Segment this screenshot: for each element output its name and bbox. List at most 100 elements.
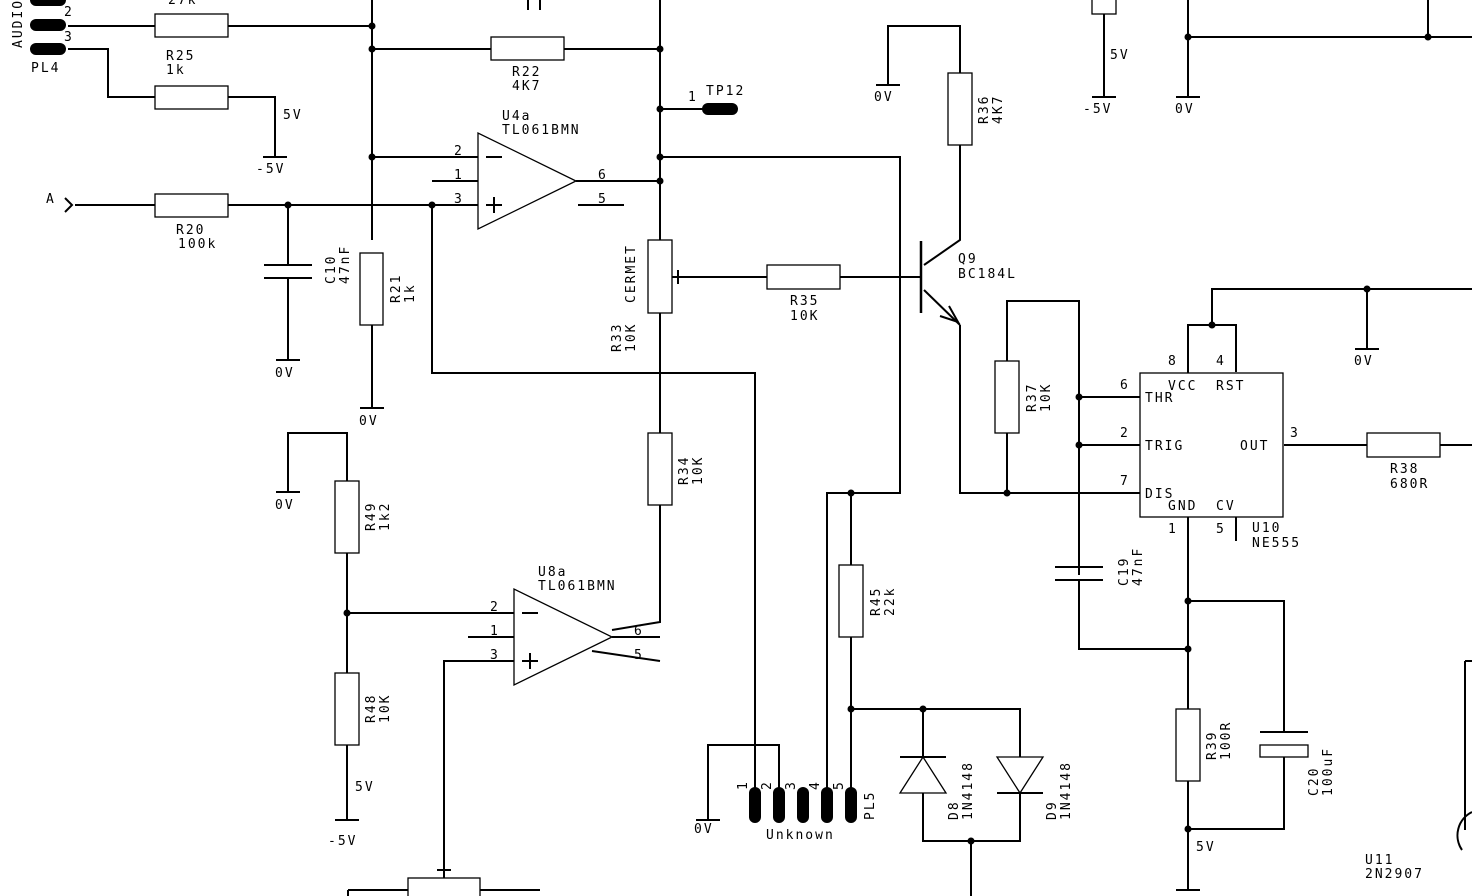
pl5-pin-4: 4 — [808, 780, 823, 790]
u10-pin-3: 3 — [1290, 426, 1300, 441]
connector-pl5: 1 2 3 4 5 PL5 Unknown — [736, 780, 878, 843]
resistor-r36: R36 4K7 — [947, 72, 1006, 146]
r33-value: 10K — [624, 323, 639, 352]
diode-d9: D9 1N4148 — [995, 756, 1074, 820]
neg-tag: 5V — [1110, 48, 1130, 63]
neg-tag: 5V — [1196, 840, 1216, 855]
d8-value: 1N4148 — [961, 761, 976, 820]
u10-trig-label: TRIG — [1145, 439, 1184, 454]
opamp-u8a: U8a TL061BMN 2 1 3 6 5 — [490, 565, 644, 687]
u8a-pin-5: 5 — [634, 648, 644, 663]
u11-value: 2N2907 — [1365, 867, 1424, 882]
r45-value: 22k — [883, 587, 898, 616]
pl4-ref: PL4 — [31, 61, 60, 76]
r36-ref: R36 — [977, 95, 992, 124]
r49-ref: R49 — [364, 502, 379, 531]
u10-pin-4: 4 — [1216, 354, 1226, 369]
q9-value: BC184L — [958, 267, 1017, 282]
wires — [68, 0, 1472, 896]
pl5-pin-1: 1 — [736, 780, 751, 790]
diode-d8: D8 1N4148 — [898, 755, 976, 820]
u10-pin-5: 5 — [1216, 522, 1226, 537]
ground-label: 0V — [359, 414, 379, 429]
u8a-pin-3: 3 — [490, 648, 500, 663]
r45-ref: R45 — [869, 587, 884, 616]
resistor-r48: R48 10K — [334, 672, 393, 746]
d8-ref: D8 — [947, 800, 962, 820]
r25-value: 1k — [166, 63, 186, 78]
r37-ref: R37 — [1025, 383, 1040, 412]
u10-pin-7: 7 — [1120, 474, 1130, 489]
r22-ref: R22 — [512, 65, 541, 80]
input-a-label: A — [46, 192, 56, 207]
u10-thr-label: THR — [1145, 391, 1174, 406]
ground-label: 0V — [694, 822, 714, 837]
resistor-r22: R22 4K7 — [490, 36, 565, 94]
resistor-r34: R34 10K — [647, 432, 706, 506]
pl5-pin-3: 3 — [784, 780, 799, 790]
u10-gnd-label: GND — [1168, 499, 1197, 514]
r36-value: 4K7 — [991, 95, 1006, 124]
u10-cv-label: CV — [1216, 499, 1236, 514]
u4a-value: TL061BMN — [502, 123, 581, 138]
pl5-pin-2: 2 — [760, 780, 775, 790]
resistor-r49: R49 1k2 — [334, 480, 393, 554]
tp12-ref: TP12 — [706, 84, 745, 99]
u4a-pin-6: 6 — [598, 168, 608, 183]
resistor-r20: R20 100k — [154, 193, 229, 252]
u8a-pin-2: 2 — [490, 600, 500, 615]
neg-rail-label: -5V — [256, 162, 285, 177]
c10-value: 47nF — [338, 245, 353, 284]
resistor-r33-cermet: CERMET R33 10K — [610, 239, 679, 352]
q9-ref: Q9 — [958, 252, 978, 267]
r33-ref: R33 — [610, 323, 625, 352]
timer-u10: 8 4 6 2 7 3 1 5 VCC RST THR TRIG OUT DIS… — [1120, 354, 1300, 551]
ground-label: 0V — [1175, 102, 1195, 117]
junction-dots — [284, 22, 1432, 845]
u10-ref: U10 — [1252, 521, 1281, 536]
u8a-pin-6: 6 — [634, 624, 644, 639]
r34-value: 10K — [691, 456, 706, 485]
resistor-r21: R21 1k — [359, 252, 418, 326]
u4a-pin-3: 3 — [454, 192, 464, 207]
r39-value: 100R — [1219, 721, 1234, 760]
transistor-q9: Q9 BC184L — [919, 241, 1017, 326]
r35-value: 10K — [790, 309, 819, 324]
r20-ref: R20 — [176, 223, 205, 238]
negative-rail-symbols: 5V -5V 5V -5V 5V -5V 5V — [256, 48, 1216, 891]
capacitor-c19: C19 47nF — [1055, 547, 1146, 586]
opamp-u4a: U4a TL061BMN 2 1 3 6 5 — [454, 109, 608, 231]
ground-symbols: 0V 0V 0V 0V 0V 0V 0V — [275, 84, 1379, 837]
test-point-tp12: 1 TP12 — [688, 84, 745, 115]
ground-label: 0V — [874, 90, 894, 105]
tp12-pin: 1 — [688, 90, 698, 105]
r21-ref: R21 — [389, 274, 404, 303]
r48-ref: R48 — [364, 694, 379, 723]
capacitor-c20: C20 100uF — [1259, 731, 1336, 796]
input-a-port: A — [46, 192, 74, 213]
d9-value: 1N4148 — [1059, 761, 1074, 820]
neg-tag: 5V — [283, 108, 303, 123]
pl5-value: Unknown — [766, 828, 835, 843]
u10-pin-2: 2 — [1120, 426, 1130, 441]
r49-value: 1k2 — [378, 502, 393, 531]
ground-label: 0V — [275, 366, 295, 381]
pl4-pin-3: 3 — [64, 30, 74, 45]
resistor-r25: R25 1k — [154, 49, 229, 110]
r37-value: 10K — [1039, 383, 1054, 412]
u8a-pin-1: 1 — [490, 624, 500, 639]
neg-tag: 5V — [355, 780, 375, 795]
ground-label: 0V — [275, 498, 295, 513]
neg-rail-label: -5V — [1083, 102, 1112, 117]
pl5-ref: PL5 — [863, 791, 878, 820]
pl5-pin-5: 5 — [832, 780, 847, 790]
c10-ref: C10 — [324, 255, 339, 284]
c20-value: 100uF — [1321, 747, 1336, 796]
pl4-pin-2: 2 — [64, 5, 74, 20]
u10-pin-6: 6 — [1120, 378, 1130, 393]
capacitor-c10: C10 47nF — [264, 245, 353, 284]
resistor-r35: R35 10K — [766, 264, 841, 324]
r38-value: 680R — [1390, 477, 1429, 492]
u10-dis-label: DIS — [1145, 487, 1174, 502]
